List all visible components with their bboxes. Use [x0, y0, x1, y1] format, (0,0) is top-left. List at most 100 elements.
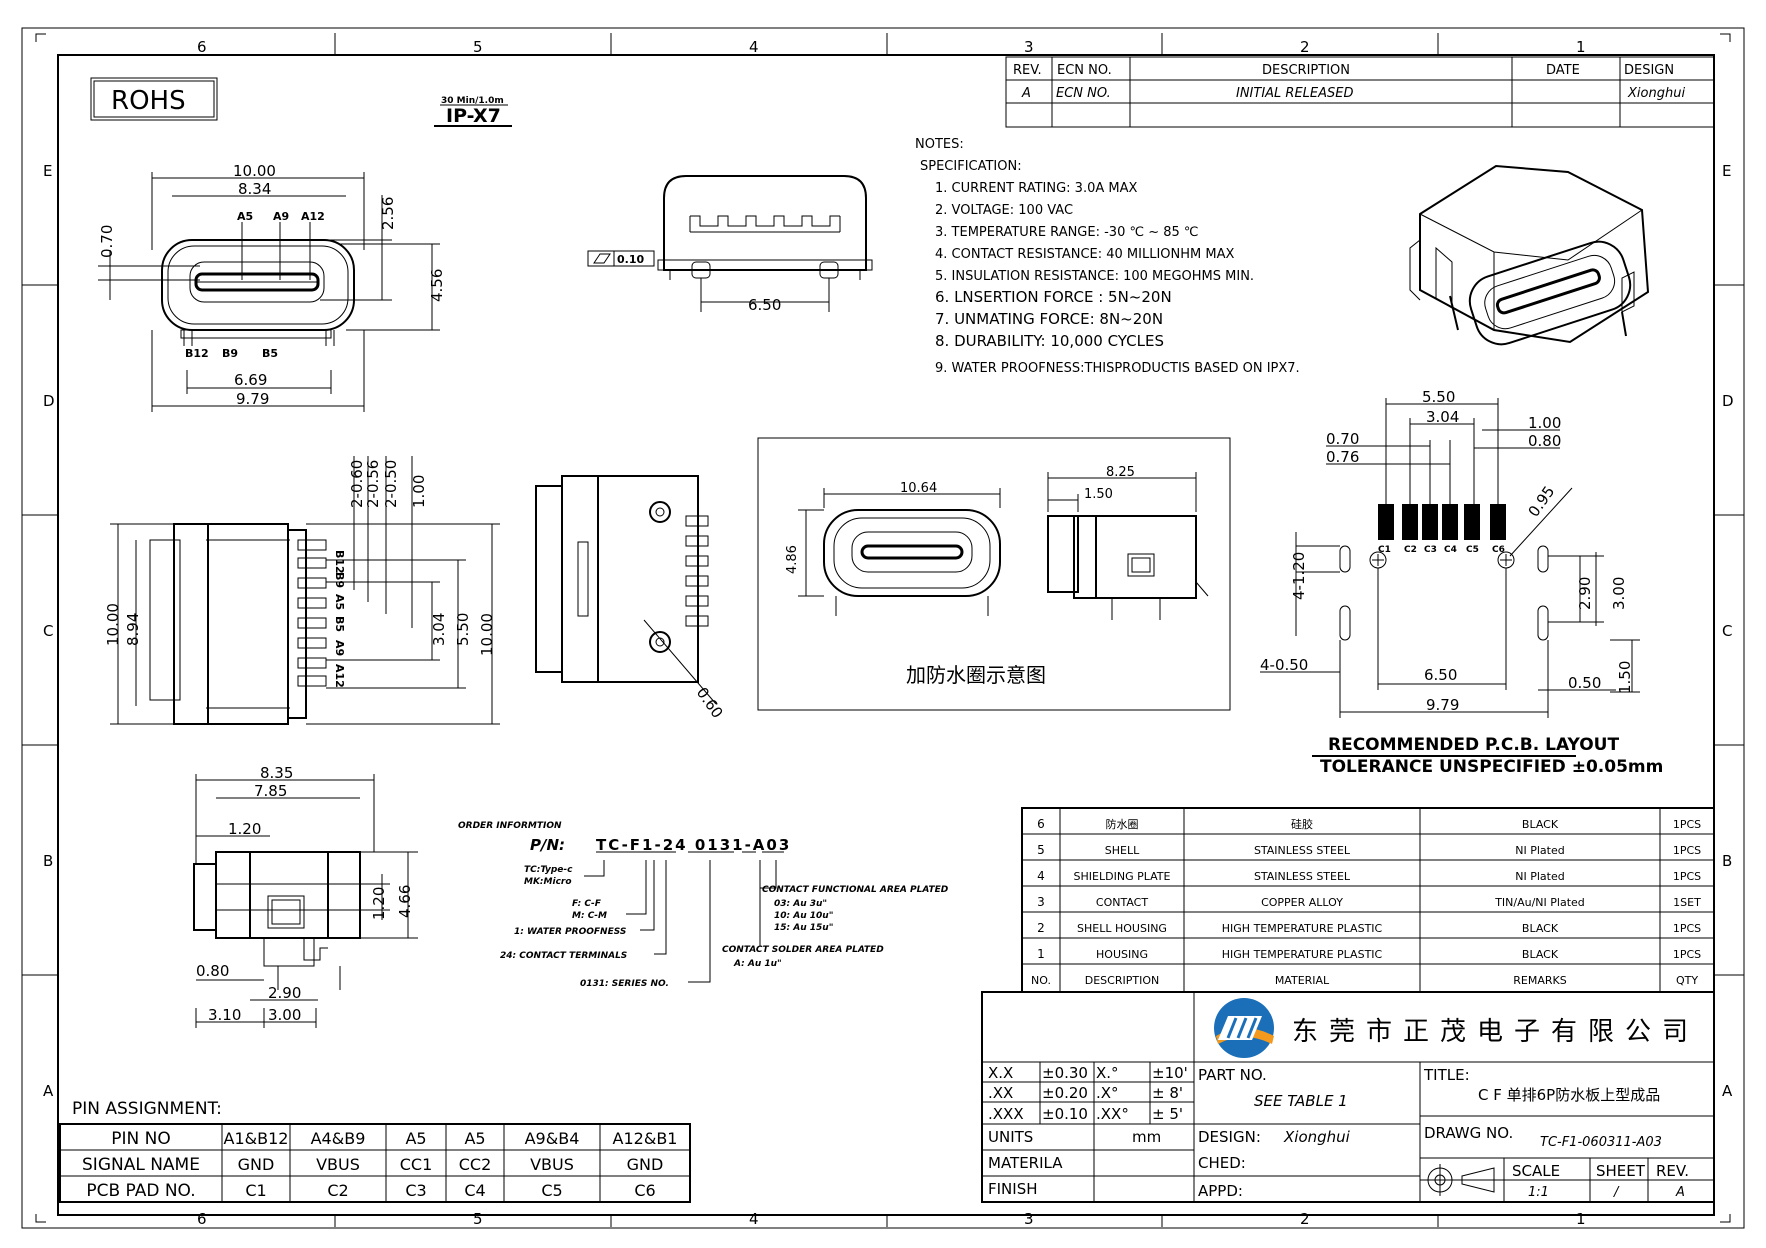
bom-cell: NI Plated	[1515, 844, 1564, 857]
svg-text:A: A	[1021, 86, 1031, 101]
bom-cell: SHELL	[1105, 844, 1140, 857]
svg-text:INITIAL RELEASED: INITIAL RELEASED	[1236, 86, 1354, 101]
svg-text:±0.20: ±0.20	[1042, 1084, 1088, 1102]
svg-text:A9: A9	[333, 640, 346, 656]
svg-text:REV.: REV.	[1656, 1162, 1689, 1180]
svg-text:RECOMMENDED P.C.B. LAYOUT: RECOMMENDED P.C.B. LAYOUT	[1328, 735, 1619, 755]
bom-cell: 硅胶	[1291, 817, 1313, 831]
bom-header-cell: NO.	[1031, 974, 1051, 987]
side-view-pins	[297, 539, 327, 687]
bom-cell: BLACK	[1522, 948, 1559, 961]
svg-text:9.79: 9.79	[1426, 696, 1459, 714]
svg-text:/: /	[1613, 1185, 1620, 1200]
svg-text:5: 5	[473, 1210, 483, 1228]
svg-text:1: 1	[1576, 1210, 1586, 1228]
svg-text:10.00: 10.00	[478, 613, 496, 656]
svg-text:TC-F1-24 0131-A03: TC-F1-24 0131-A03	[596, 836, 791, 854]
svg-text:0.95: 0.95	[1525, 483, 1559, 521]
bom-cell: 1PCS	[1673, 870, 1701, 883]
svg-text:A5: A5	[237, 210, 253, 223]
svg-text:9.79: 9.79	[236, 390, 269, 408]
svg-text:SCALE: SCALE	[1512, 1162, 1560, 1180]
svg-text:X.X: X.X	[988, 1064, 1013, 1082]
bom-cell: 6	[1037, 817, 1045, 831]
svg-text:3.00: 3.00	[1610, 577, 1628, 610]
pin-table-cell: A4&B9	[311, 1129, 366, 1148]
svg-text:3: 3	[1024, 38, 1034, 56]
svg-text:4-1.20: 4-1.20	[1290, 552, 1308, 600]
svg-text:5. INSULATION RESISTANCE: 100: 5. INSULATION RESISTANCE: 100 MEGOHMS MI…	[935, 269, 1254, 284]
bom-cell: HOUSING	[1096, 948, 1148, 961]
svg-text:30 Min/1.0m: 30 Min/1.0m	[441, 96, 504, 106]
order-information: ORDER INFORMTION P/N: TC-F1-24 0131-A03 …	[458, 821, 949, 989]
bom-cell: 1PCS	[1673, 818, 1701, 831]
svg-text:A12: A12	[333, 664, 346, 688]
svg-text:Xionghui: Xionghui	[1627, 86, 1685, 101]
svg-text:MK:Micro: MK:Micro	[524, 877, 572, 887]
svg-text:1.00: 1.00	[410, 475, 428, 508]
svg-text:IP-X7: IP-X7	[446, 105, 501, 127]
svg-text:C: C	[43, 622, 53, 640]
bom-cell: NI Plated	[1515, 870, 1564, 883]
bom-cell: STAINLESS STEEL	[1254, 844, 1351, 857]
svg-text:03: Au 3u": 03: Au 3u"	[774, 899, 827, 909]
svg-text:DRAWG NO.: DRAWG NO.	[1424, 1124, 1513, 1142]
svg-text:5.50: 5.50	[1422, 388, 1455, 406]
pin-table-cell: VBUS	[316, 1155, 360, 1174]
svg-text:REV.: REV.	[1013, 63, 1042, 78]
pin-table-cell: C2	[327, 1181, 348, 1200]
svg-text:5: 5	[473, 38, 483, 56]
svg-text:F: C-F: F: C-F	[572, 899, 602, 909]
svg-text:4.86: 4.86	[785, 545, 800, 574]
specification-notes: NOTES: SPECIFICATION: 1. CURRENT RATING:…	[915, 137, 1300, 376]
svg-text:0.70: 0.70	[1326, 430, 1359, 448]
svg-text:B: B	[1722, 852, 1732, 870]
pin-table-cell: C4	[464, 1181, 485, 1200]
svg-text:APPD:: APPD:	[1198, 1182, 1243, 1200]
svg-text:2-0.60: 2-0.60	[348, 460, 366, 508]
svg-text:加防水圈示意图: 加防水圈示意图	[906, 663, 1046, 687]
svg-text:C F 单排6P防水板上型成品: C F 单排6P防水板上型成品	[1478, 1086, 1660, 1104]
pin-table-cell: PIN NO	[111, 1129, 170, 1149]
svg-text:C5: C5	[1466, 545, 1479, 555]
pcb-layout: C1 C2 C3 C4 C5 C6 5.50 3.04 0.70 0.76 1.…	[1260, 388, 1663, 777]
pin-table-cell: CC1	[400, 1155, 433, 1174]
bom-cell: BLACK	[1522, 922, 1559, 935]
svg-text:DESCRIPTION: DESCRIPTION	[1262, 63, 1350, 78]
svg-text:DESIGN: DESIGN	[1624, 63, 1674, 78]
svg-text:2: 2	[1300, 38, 1310, 56]
bom-cell: 防水圈	[1106, 817, 1139, 831]
svg-text:2.56: 2.56	[379, 197, 397, 230]
svg-text:.XX°: .XX°	[1096, 1105, 1129, 1123]
svg-text:A: A	[43, 1082, 54, 1100]
bom-header-cell: MATERIAL	[1275, 974, 1330, 987]
svg-text:4.56: 4.56	[428, 269, 446, 302]
svg-text:2: 2	[1300, 1210, 1310, 1228]
row-labels-left: ED CB A	[43, 162, 55, 1100]
svg-text:± 5': ± 5'	[1152, 1105, 1183, 1123]
svg-text:M: C-M: M: C-M	[572, 911, 607, 921]
svg-text:6.50: 6.50	[748, 296, 781, 314]
svg-text:15: Au 15u": 15: Au 15u"	[774, 923, 833, 933]
svg-text:4. CONTACT RESISTANCE: 40 MILL: 4. CONTACT RESISTANCE: 40 MILLIONHM MAX	[935, 247, 1234, 262]
projection-symbol	[1424, 1164, 1495, 1196]
svg-text:UNITS: UNITS	[988, 1128, 1033, 1146]
pin-table-cell: VBUS	[530, 1155, 574, 1174]
svg-text:A: A	[1675, 1185, 1685, 1200]
svg-text:10.00: 10.00	[104, 603, 122, 646]
svg-text:TC-F1-060311-A03: TC-F1-060311-A03	[1540, 1135, 1662, 1150]
svg-text:X.°: X.°	[1096, 1064, 1119, 1082]
bom-cell: TIN/Au/NI Plated	[1494, 896, 1585, 909]
svg-text:DESIGN:: DESIGN:	[1198, 1128, 1261, 1146]
rear-view: 0.60	[535, 475, 727, 722]
svg-text:10.00: 10.00	[233, 162, 276, 180]
pin-table-cell: C3	[405, 1181, 426, 1200]
svg-text:SPECIFICATION:: SPECIFICATION:	[920, 159, 1022, 174]
title-block: 东莞市正茂电子有限公司 X.X ±0.30 X.° ±10' .XX ±0.20…	[981, 991, 1715, 1203]
svg-text:2.90: 2.90	[1576, 577, 1594, 610]
svg-text:ROHS: ROHS	[111, 86, 186, 116]
svg-text:P/N:: P/N:	[530, 836, 565, 854]
svg-text:6.50: 6.50	[1424, 666, 1457, 684]
